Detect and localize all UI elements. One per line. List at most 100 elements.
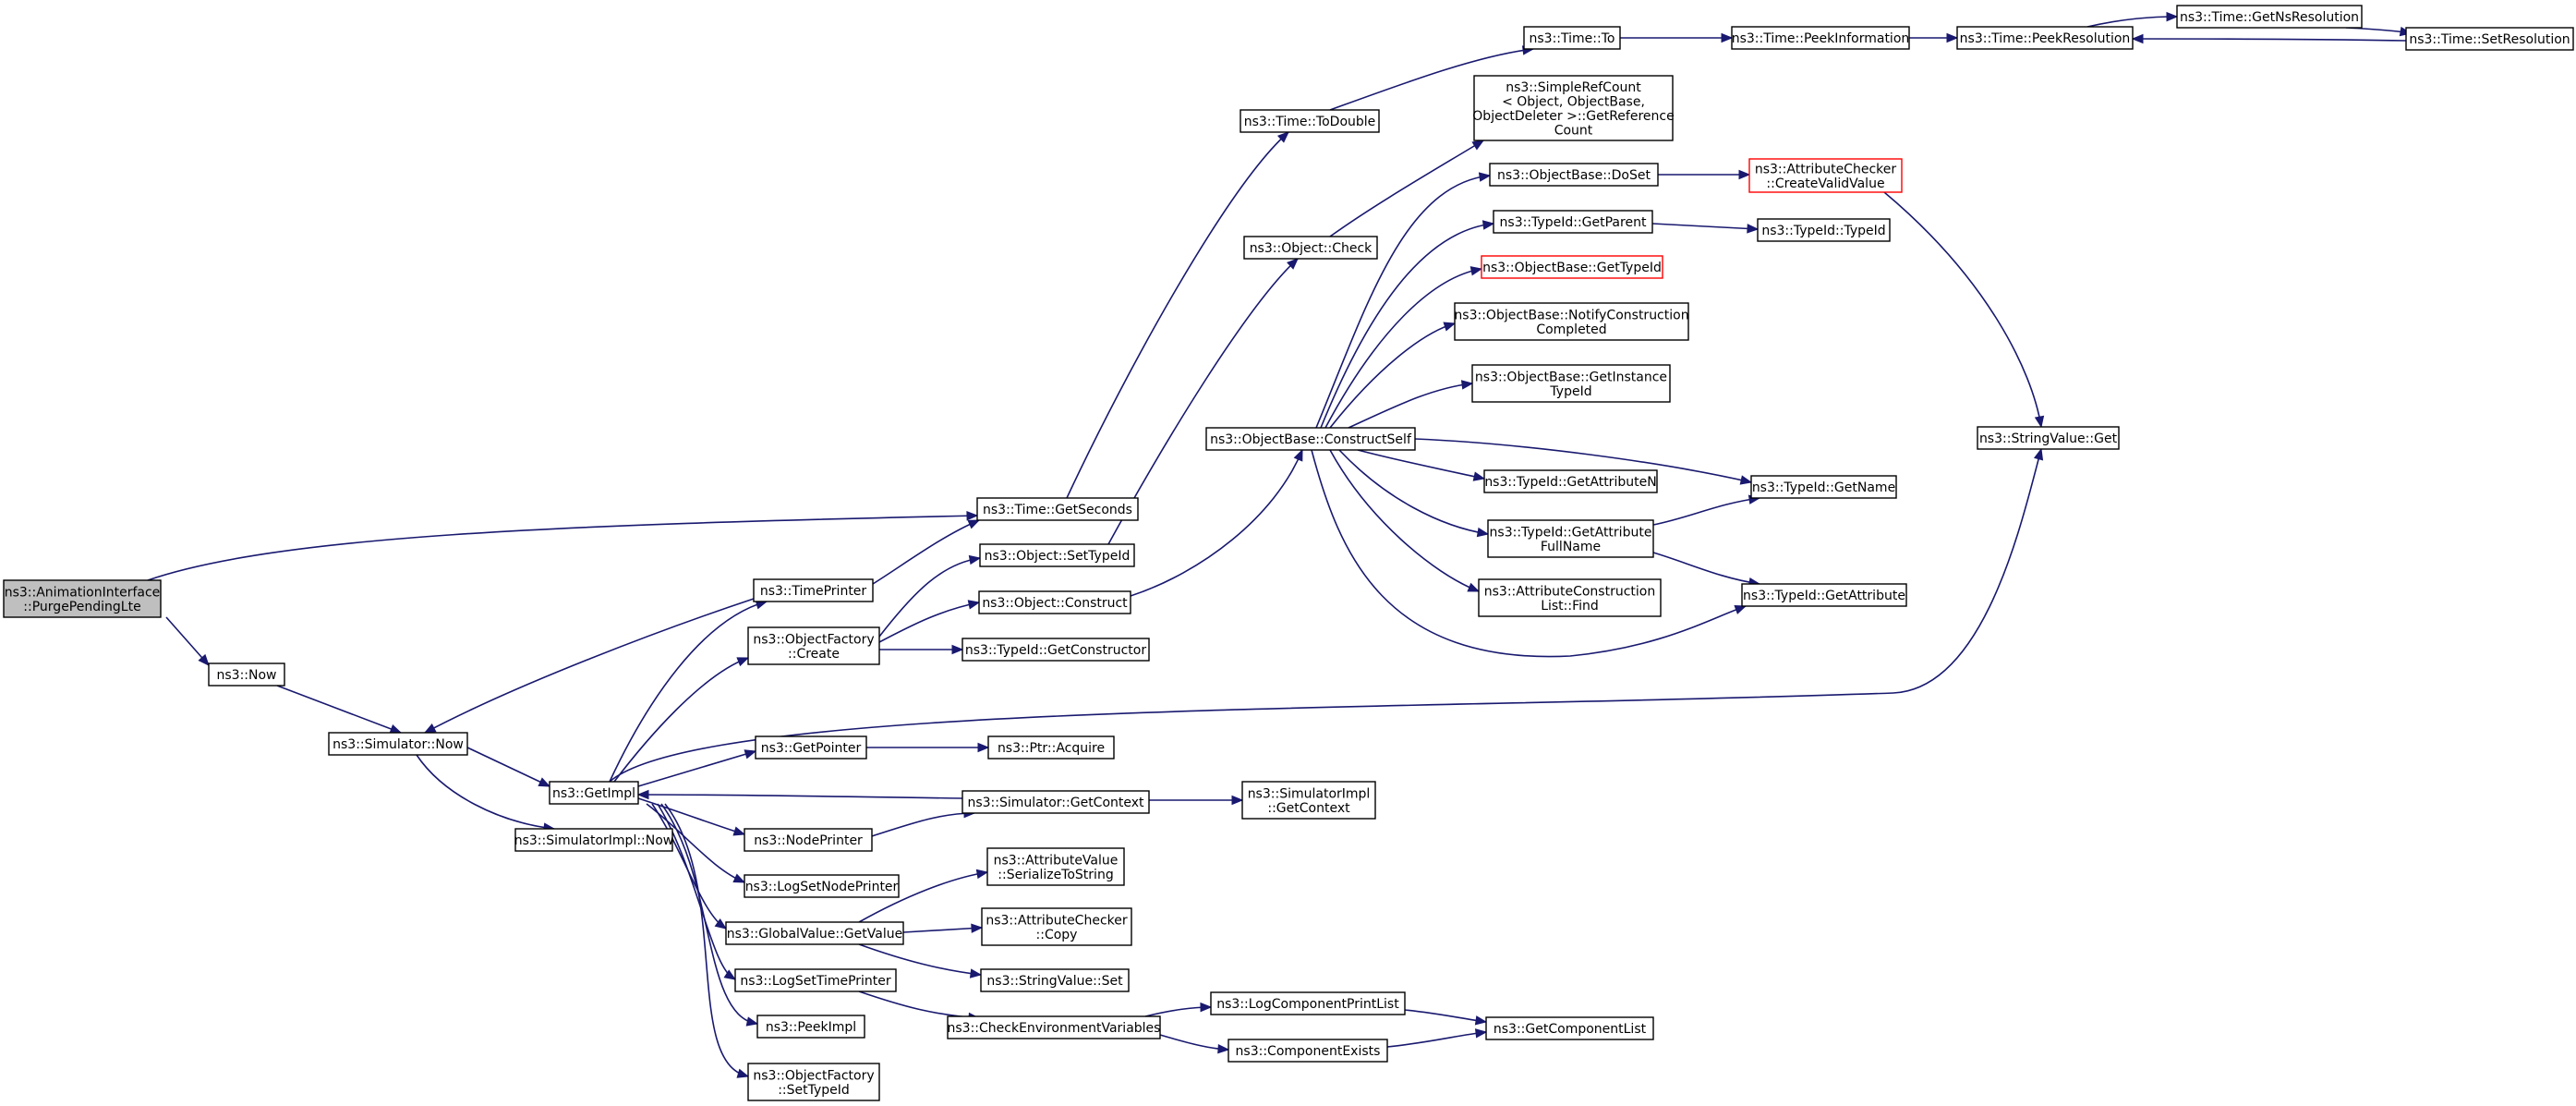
node-timetodouble[interactable]: ns3::Time::ToDouble (1240, 109, 1380, 133)
node-logsetnodeprinter[interactable]: ns3::LogSetNodePrinter (744, 874, 900, 898)
node-typeidgetconstructor[interactable]: ns3::TypeId::GetConstructor (961, 638, 1150, 662)
node-timepeekinfo[interactable]: ns3::Time::PeekInformation (1731, 26, 1910, 50)
node-typeidgetparent[interactable]: ns3::TypeId::GetParent (1493, 210, 1653, 234)
edge-line (424, 598, 755, 734)
node-typeidgetattr[interactable]: ns3::TypeId::GetAttribute (1741, 583, 1907, 607)
node-accreatevalid[interactable]: ns3::AttributeChecker::CreateValidValue (1748, 158, 1903, 193)
node-now[interactable]: ns3::Now (208, 662, 285, 687)
node-box (1750, 475, 1897, 499)
node-obdoset[interactable]: ns3::ObjectBase::DoSet (1489, 163, 1659, 187)
edge-line (651, 803, 727, 930)
node-label: ::PurgePendingLte (23, 600, 140, 614)
node-timeto[interactable]: ns3::Time::To (1523, 26, 1621, 50)
node-getcomplist[interactable]: ns3::GetComponentList (1485, 1016, 1654, 1040)
node-gvgetvalue[interactable]: ns3::GlobalValue::GetValue (725, 921, 904, 945)
node-timesetres[interactable]: ns3::Time::SetResolution (2405, 27, 2574, 51)
edge-line (1652, 497, 1760, 526)
node-box (755, 735, 867, 760)
node-label: ns3::GetComponentList (1494, 1022, 1647, 1037)
node-purgelte[interactable]: ns3::AnimationInterface::PurgePendingLte (3, 579, 162, 618)
node-objsettypeid[interactable]: ns3::Object::SetTypeId (979, 543, 1135, 567)
arrowhead-icon (1474, 1015, 1488, 1026)
node-label: ns3::Simulator::Now (333, 737, 464, 752)
node-label: ns3::Object::Construct (982, 596, 1128, 611)
node-label: ns3::PeekImpl (766, 1020, 856, 1035)
node-label: ns3::TypeId::GetAttribute (1743, 589, 1905, 603)
edge-line (1315, 175, 1491, 429)
node-getpointer[interactable]: ns3::GetPointer (755, 735, 867, 760)
node-logsettimeprinter[interactable]: ns3::LogSetTimePrinter (734, 968, 897, 992)
node-label: ns3::LogSetTimePrinter (740, 974, 891, 989)
node-label: FullName (1541, 540, 1601, 554)
node-timegetnsres[interactable]: ns3::Time::GetNsResolution (2176, 5, 2363, 29)
call-edges (147, 11, 2413, 1078)
node-simimplgetcontext[interactable]: ns3::SimulatorImpl::GetContext (1241, 781, 1376, 820)
edge-line (872, 519, 980, 585)
node-objfactsettypeid[interactable]: ns3::ObjectFactory::SetTypeId (747, 1063, 880, 1101)
node-label: ::Create (788, 647, 840, 662)
edge-line (858, 991, 980, 1019)
node-simgetcontext[interactable]: ns3::Simulator::GetContext (961, 790, 1150, 814)
node-accopy[interactable]: ns3::AttributeChecker::Copy (981, 907, 1132, 946)
edge-timeprinter-to-simnow (423, 598, 755, 734)
arrowhead-icon (1443, 322, 1457, 332)
node-simnow[interactable]: ns3::Simulator::Now (328, 732, 468, 756)
edge-line (1324, 268, 1482, 429)
arrowhead-icon (538, 777, 551, 787)
edge-line (1329, 48, 1534, 111)
node-typeidgetattrn[interactable]: ns3::TypeId::GetAttributeN (1483, 469, 1658, 493)
node-label: ns3::AttributeChecker (1755, 162, 1897, 176)
node-label: ns3::TypeId::GetAttributeN (1484, 475, 1656, 490)
node-label: ns3::StringValue::Get (1979, 431, 2118, 446)
node-label: ns3::ObjectBase::DoSet (1497, 168, 1651, 183)
edge-line (1066, 131, 1289, 499)
edge-purgelte-to-now (165, 616, 210, 666)
node-obgettypeid[interactable]: ns3::ObjectBase::GetTypeId (1481, 255, 1663, 279)
node-label: ns3::StringValue::Set (986, 974, 1123, 989)
arrowhead-icon (1276, 131, 1289, 143)
node-checkenv[interactable]: ns3::CheckEnvironmentVariables (947, 1015, 1161, 1039)
node-svset[interactable]: ns3::StringValue::Set (980, 968, 1130, 992)
node-logcompprintlist[interactable]: ns3::LogComponentPrintList (1210, 991, 1406, 1015)
edge-timepeekinfo-to-timepeekres (1909, 32, 1959, 43)
node-typeidtypeid[interactable]: ns3::TypeId::TypeId (1757, 218, 1891, 242)
node-peekimpl[interactable]: ns3::PeekImpl (756, 1015, 865, 1039)
node-label: ::SerializeToString (998, 868, 1113, 882)
arrowhead-icon (1287, 258, 1299, 270)
node-avserialize[interactable]: ns3::AttributeValue::SerializeToString (986, 847, 1125, 886)
node-simimplnow[interactable]: ns3::SimulatorImpl::Now (514, 828, 674, 852)
node-objconstruct[interactable]: ns3::Object::Construct (978, 590, 1131, 614)
node-box (1243, 236, 1378, 260)
edge-line (637, 750, 756, 787)
node-label: ns3::AttributeValue (994, 853, 1119, 868)
node-timepeekres[interactable]: ns3::Time::PeekResolution (1956, 26, 2134, 50)
node-svget[interactable]: ns3::StringValue::Get (1977, 426, 2120, 450)
arrowhead-icon (1460, 380, 1474, 390)
node-getimpl[interactable]: ns3::GetImpl (549, 781, 639, 805)
node-box (747, 626, 880, 665)
node-timeprinter[interactable]: ns3::TimePrinter (753, 578, 874, 602)
node-obnotify[interactable]: ns3::ObjectBase::NotifyConstructionCompl… (1454, 302, 1689, 341)
node-objfactcreate[interactable]: ns3::ObjectFactory::Create (747, 626, 880, 665)
node-typeidgetname[interactable]: ns3::TypeId::GetName (1750, 475, 1897, 499)
node-label: ns3::ComponentExists (1236, 1044, 1381, 1059)
node-compexists[interactable]: ns3::ComponentExists (1228, 1039, 1388, 1063)
node-ptracquire[interactable]: ns3::Ptr::Acquire (987, 735, 1115, 760)
node-nodeprinter[interactable]: ns3::NodePrinter (744, 828, 873, 852)
edge-compexists-to-getcomplist (1386, 1028, 1488, 1048)
edge-gvgetvalue-to-accopy (902, 923, 984, 933)
node-timegetseconds[interactable]: ns3::Time::GetSeconds (976, 497, 1139, 521)
node-box (961, 638, 1150, 662)
node-objcheck[interactable]: ns3::Object::Check (1243, 236, 1378, 260)
node-simplerefcount[interactable]: ns3::SimpleRefCount< Object, ObjectBase,… (1472, 75, 1675, 141)
edge-line (1329, 449, 1480, 592)
arrowhead-icon (1217, 1043, 1230, 1054)
node-obconstructself[interactable]: ns3::ObjectBase::ConstructSelf (1205, 427, 1416, 451)
node-box (976, 497, 1139, 521)
edge-getimpl-to-peekimpl (660, 803, 759, 1027)
node-box (1485, 1016, 1654, 1040)
node-box (1481, 255, 1663, 279)
